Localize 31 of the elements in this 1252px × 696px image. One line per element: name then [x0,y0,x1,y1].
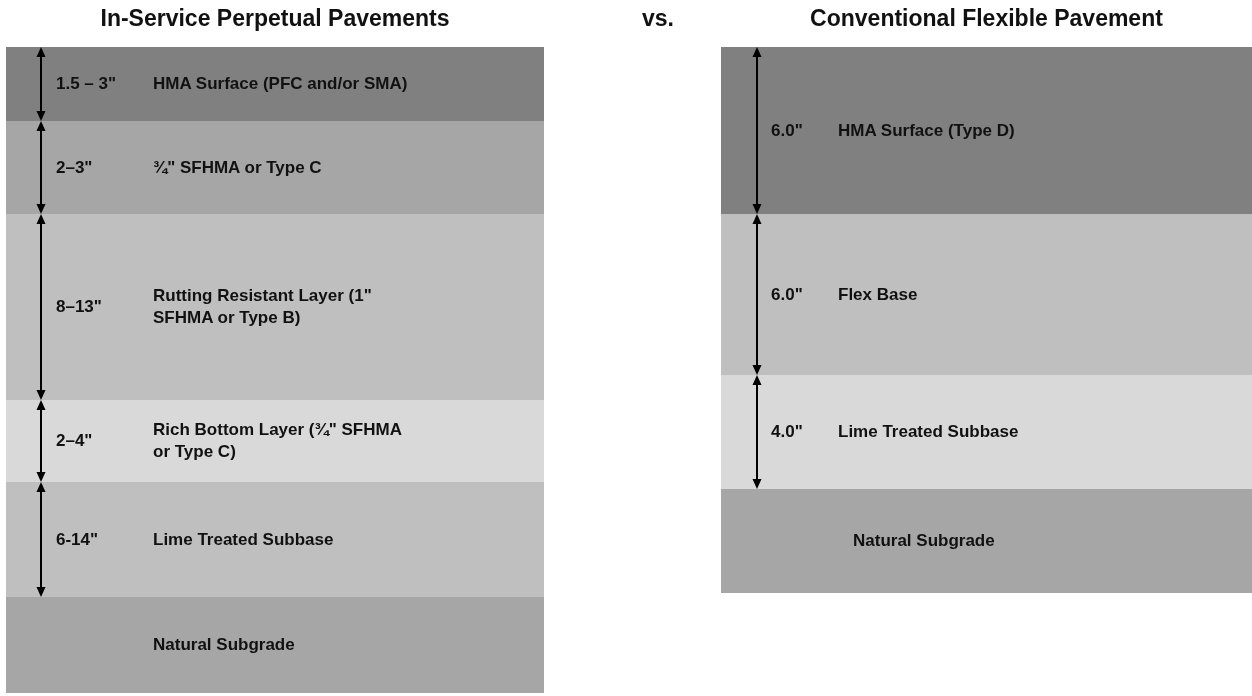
pavement-layer [6,400,544,482]
pavement-layer [6,482,544,597]
layer-name: Natural Subgrade [153,633,295,656]
layer-name: HMA Surface (Type D) [838,119,1016,142]
comparison-label: vs. [642,4,674,33]
section-heading: In-Service Perpetual Pavements [99,4,451,33]
pavement-layer [6,214,544,400]
layer-thickness: 8–13" [56,295,102,318]
layer-thickness: 4.0" [771,420,803,443]
pavement-layer [721,214,1252,375]
layer-thickness: 6-14" [56,528,99,551]
pavement-layer [721,47,1252,214]
layer-name: ¾" SFHMA or Type C [153,156,323,179]
pavement-layer [6,597,544,693]
layer-thickness: 6.0" [771,119,803,142]
layer-name: Rutting Resistant Layer (1" SFHMA or Type B) [153,284,373,329]
layer-name: Rich Bottom Layer (¾" SFHMA or Type C) [153,418,403,463]
section-heading: Conventional Flexible Pavement [809,4,1164,33]
layer-name: Natural Subgrade [853,529,995,552]
pavement-layer [721,375,1252,489]
layer-thickness: 1.5 – 3" [56,72,117,95]
pavement-layer [6,47,544,121]
pavement-layer [721,489,1252,593]
layer-name: Lime Treated Subbase [153,528,335,551]
pavement-layer [6,121,544,214]
layer-name: Flex Base [838,283,919,306]
layer-name: HMA Surface (PFC and/or SMA) [153,72,409,95]
layer-thickness: 2–4" [56,429,93,452]
layer-name: Lime Treated Subbase [838,420,1020,443]
layer-thickness: 2–3" [56,156,93,179]
layer-thickness: 6.0" [771,283,803,306]
